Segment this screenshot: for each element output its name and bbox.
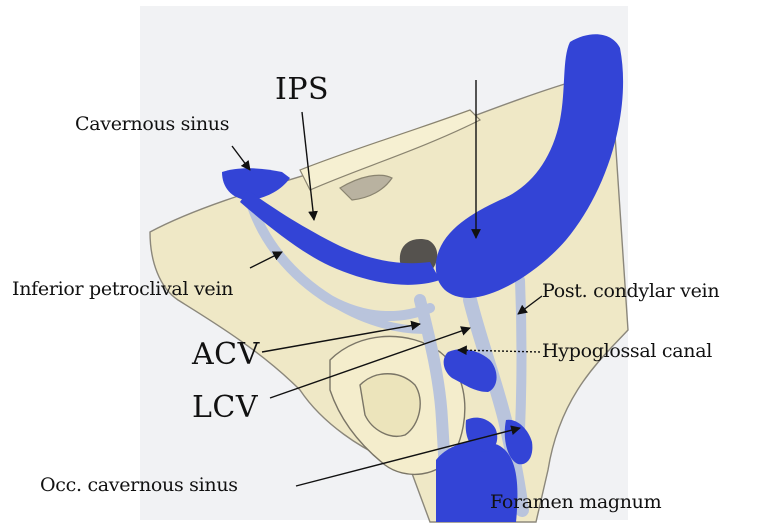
label-post-condylar-vein: Post. condylar vein xyxy=(542,282,719,301)
label-inferior-petroclival-vein: Inferior petroclival vein xyxy=(12,280,233,299)
label-ips: IPS xyxy=(275,75,329,105)
label-foramen-magnum: Foramen magnum xyxy=(490,493,661,512)
label-occ-cavernous-sinus: Occ. cavernous sinus xyxy=(40,476,238,495)
label-hypoglossal-canal: Hypoglossal canal xyxy=(542,342,712,361)
label-lcv: LCV xyxy=(192,393,258,423)
label-acv: ACV xyxy=(192,340,260,370)
label-cavernous-sinus: Cavernous sinus xyxy=(75,115,229,134)
